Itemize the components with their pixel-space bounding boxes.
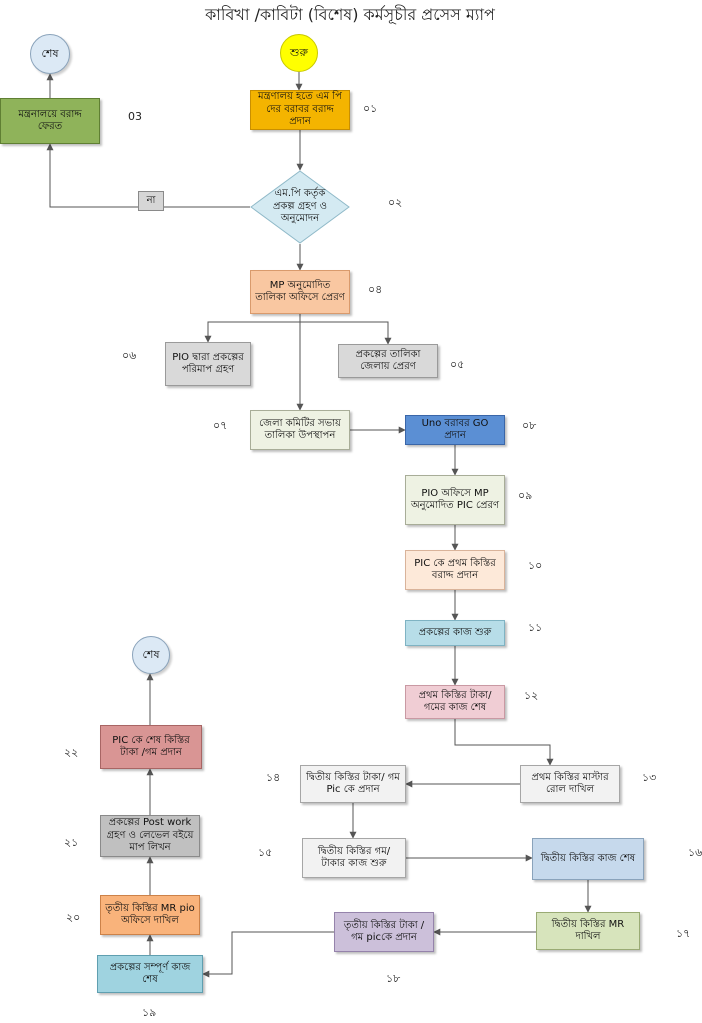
node-n01: মন্ত্রণালয় হতে এম পি দের বরাবর বরাদ্দ প… bbox=[250, 90, 350, 130]
step-number-n16: ১৬ bbox=[688, 846, 702, 859]
step-number-n06: ০৬ bbox=[122, 349, 137, 362]
node-end1: শেষ bbox=[30, 34, 70, 74]
node-n06: PIO দ্বারা প্রকল্পের পরিমাপ গ্রহণ bbox=[165, 342, 251, 386]
step-number-n04: ০৪ bbox=[368, 283, 383, 296]
step-number-n19: ১৯ bbox=[142, 1006, 157, 1019]
node-n18: তৃতীয় কিস্তির টাকা /গম picকে প্রদান bbox=[334, 912, 434, 952]
node-n07: জেলা কমিটির সভায় তালিকা উপস্থাপন bbox=[250, 410, 350, 450]
step-number-n01: ০১ bbox=[363, 102, 378, 115]
edge-n04-n05 bbox=[300, 321, 392, 345]
step-number-n13: ১৩ bbox=[642, 771, 657, 784]
node-n05: প্রকল্পের তালিকা জেলায় প্রেরণ bbox=[338, 344, 438, 378]
node-n20: তৃতীয় কিস্তির MR pio অফিসে দাখিল bbox=[100, 895, 200, 935]
step-number-n09: ০৯ bbox=[518, 489, 533, 502]
node-n15: দ্বিতীয় কিস্তির গম/টাকার কাজ শুরু bbox=[302, 838, 406, 878]
node-n04: MP অনুমোদিত তালিকা অফিসে প্রেরণ bbox=[250, 270, 350, 314]
step-number-n02: ০২ bbox=[388, 196, 403, 209]
node-n14: দ্বিতীয় কিস্তির টাকা/ গম Pic কে প্রদান bbox=[300, 765, 406, 803]
node-n02: এম.পি কর্তৃক প্রকল্প গ্রহণ ও অনুমোদন bbox=[250, 170, 350, 244]
edge-n12-n13 bbox=[454, 719, 554, 766]
step-number-n08: ০৮ bbox=[522, 419, 537, 432]
step-number-n20: ২০ bbox=[66, 911, 81, 924]
step-number-n12: ১২ bbox=[524, 689, 539, 702]
node-start: শুরু bbox=[280, 34, 318, 72]
node-n11: প্রকল্পের কাজ শুরু bbox=[405, 620, 505, 646]
step-number-n22: ২২ bbox=[64, 746, 79, 759]
step-number-n17: ১৭ bbox=[676, 927, 691, 940]
node-n13: প্রথম কিস্তির মাস্টার রোল দাখিল bbox=[520, 765, 620, 803]
node-n10: PIC কে প্রথম কিস্তির বরাদ্দ প্রদান bbox=[405, 550, 505, 590]
node-n22: PIC কে শেষ কিস্তির টাকা /গম প্রদান bbox=[100, 725, 202, 769]
node-n19: প্রকল্পের সম্পূর্ণ কাজ শেষ bbox=[97, 955, 203, 993]
node-end2: শেষ bbox=[132, 636, 170, 674]
step-number-n10: ১০ bbox=[528, 559, 543, 572]
node-n17: দ্বিতীয় কিস্তির MR দাখিল bbox=[536, 912, 640, 950]
step-number-n21: ২১ bbox=[64, 836, 79, 849]
node-n16: দ্বিতীয় কিস্তির কাজ শেষ bbox=[532, 838, 644, 880]
node-n03: মন্ত্রনালয়ে বরাদ্দ ফেরত bbox=[0, 98, 100, 144]
node-label: এম.পি কর্তৃক প্রকল্প গ্রহণ ও অনুমোদন bbox=[272, 188, 328, 225]
no-decision-label: না bbox=[138, 191, 164, 211]
edge-n04-n06 bbox=[204, 314, 301, 343]
edge-n18-n19 bbox=[202, 931, 334, 978]
step-number-n11: ১১ bbox=[528, 621, 543, 634]
step-number-n05: ০৫ bbox=[450, 358, 465, 371]
step-number-n07: ০৭ bbox=[213, 419, 228, 432]
step-number-n14: ১৪ bbox=[266, 771, 281, 784]
node-n12: প্রথম কিস্তির টাকা/ গমের কাজ শেষ bbox=[405, 685, 505, 719]
step-number-n15: ১৫ bbox=[258, 846, 273, 859]
decision-diamond-shape bbox=[250, 170, 350, 244]
diagram-title: কাবিখা /কাবিটা (বিশেষ) কর্মসূচীর প্রসেস … bbox=[205, 5, 495, 24]
node-n09: PIO অফিসে MP অনুমোদিত PIC প্রেরণ bbox=[405, 475, 505, 525]
step-number-n18: ১৮ bbox=[386, 972, 401, 985]
step-number-n03: 03 bbox=[128, 110, 142, 123]
node-n21: প্রকল্পের Post work গ্রহণ ও লেভেল বইয়ে … bbox=[100, 815, 200, 857]
node-n08: Uno বরাবর GO প্রদান bbox=[405, 415, 505, 445]
edge-n02-n03 bbox=[46, 143, 250, 208]
